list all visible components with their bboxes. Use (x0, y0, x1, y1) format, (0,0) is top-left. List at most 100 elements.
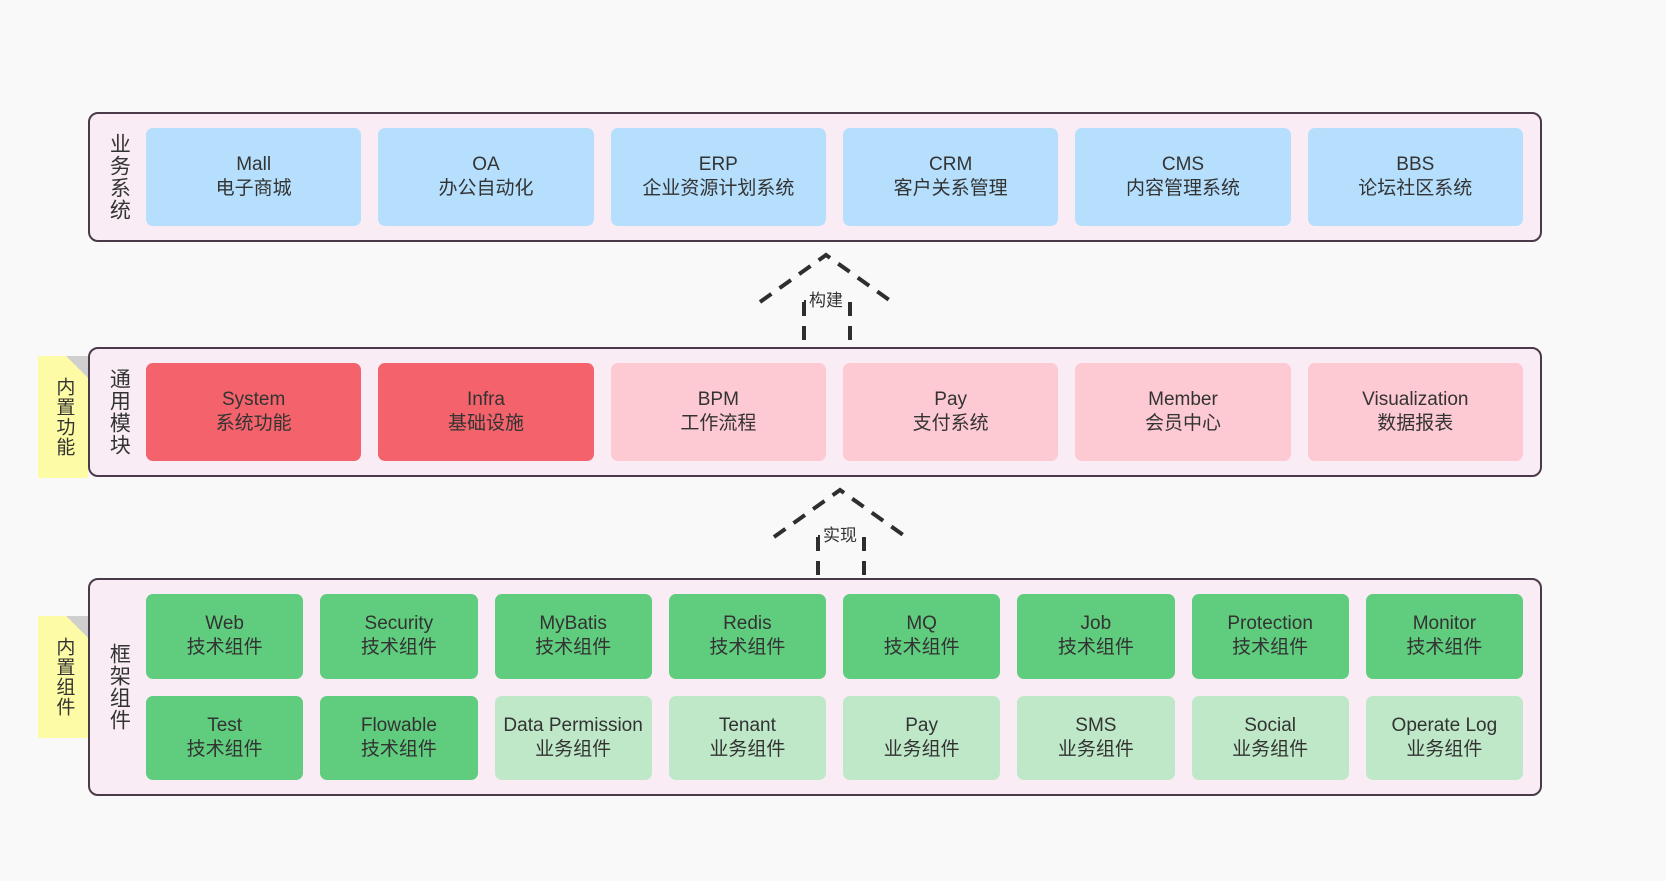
module-subtitle: 会员中心 (1144, 413, 1221, 434)
module-subtitle: 技术组件 (1232, 637, 1309, 659)
module-subtitle: 业务组件 (883, 738, 960, 760)
implement-arrow-icon (772, 487, 908, 587)
module-subtitle: 技术组件 (360, 738, 437, 760)
module-card-sms[interactable]: SMS 业务组件 (1017, 695, 1175, 780)
module-card-bpm[interactable]: BPM 工作流程 (610, 363, 826, 461)
module-name: Job (1080, 613, 1112, 635)
cell-row: System 系统功能 Infra 基础设施 BPM 工作流程 Pay 支付系统… (146, 363, 1523, 461)
module-card-mq[interactable]: MQ 技术组件 (843, 594, 1001, 679)
module-name: Member (1148, 389, 1218, 411)
module-card-tenant[interactable]: Tenant 业务组件 (668, 695, 826, 780)
module-subtitle: 技术组件 (1057, 637, 1134, 659)
module-subtitle: 论坛社区系统 (1358, 178, 1473, 199)
module-card-mybatis[interactable]: MyBatis 技术组件 (494, 594, 652, 679)
note-label: 内置功能 (53, 377, 75, 457)
module-name: Tenant (718, 714, 776, 736)
module-subtitle: 技术组件 (1406, 637, 1483, 659)
module-subtitle: 技术组件 (709, 637, 786, 659)
module-card-pay[interactable]: Pay 支付系统 (842, 363, 1059, 461)
module-card-pay-business[interactable]: Pay 业务组件 (843, 695, 1001, 780)
module-card-social[interactable]: Social 业务组件 (1191, 695, 1349, 780)
module-card-cms[interactable]: CMS 内容管理系统 (1075, 128, 1291, 226)
connector-label-implement: 实现 (820, 521, 860, 546)
module-name: OA (472, 154, 500, 176)
module-subtitle: 电子商城 (215, 178, 292, 199)
module-subtitle: 技术组件 (360, 637, 437, 659)
module-name: Operate Log (1391, 714, 1498, 736)
module-name: Pay (934, 389, 968, 411)
module-card-oa[interactable]: OA 办公自动化 (378, 128, 594, 226)
module-subtitle: 系统功能 (215, 413, 292, 434)
module-card-redis[interactable]: Redis 技术组件 (668, 594, 826, 679)
module-subtitle: 技术组件 (535, 637, 612, 659)
module-card-infra[interactable]: Infra 基础设施 (378, 363, 594, 461)
module-name: Data Permission (503, 714, 643, 736)
build-arrow-icon (758, 252, 894, 352)
module-name: Infra (466, 389, 505, 411)
module-name: BBS (1396, 154, 1435, 176)
module-card-security[interactable]: Security 技术组件 (320, 594, 478, 679)
module-name: Visualization (1362, 389, 1469, 411)
module-subtitle: 工作流程 (680, 413, 757, 434)
layer-framework: 框架组件 Web 技术组件 Security 技术组件 MyBatis 技术组件… (88, 578, 1542, 796)
connector-implement: 实现 (772, 487, 912, 587)
cell-row: Mall 电子商城 OA 办公自动化 ERP 企业资源计划系统 CRM 客户关系… (146, 128, 1523, 226)
module-name: MyBatis (539, 613, 607, 635)
module-card-member[interactable]: Member 会员中心 (1075, 363, 1291, 461)
layer-title-business: 业务系统 (107, 133, 131, 221)
module-name: Protection (1227, 613, 1313, 635)
module-name: ERP (698, 154, 738, 176)
module-card-web[interactable]: Web 技术组件 (146, 594, 304, 679)
module-name: CRM (929, 154, 973, 176)
connector-build: 构建 (758, 252, 898, 352)
module-name: Redis (723, 613, 772, 635)
module-card-test[interactable]: Test 技术组件 (146, 695, 304, 780)
module-card-protection[interactable]: Protection 技术组件 (1191, 594, 1349, 679)
module-card-bbs[interactable]: BBS 论坛社区系统 (1307, 128, 1523, 226)
module-subtitle: 办公自动化 (438, 178, 534, 199)
module-name: Mall (236, 154, 272, 176)
module-name: Security (364, 613, 434, 635)
module-card-data-permission[interactable]: Data Permission 业务组件 (494, 695, 652, 780)
layer-title-framework: 框架组件 (107, 643, 131, 731)
module-subtitle: 技术组件 (186, 738, 263, 760)
module-card-crm[interactable]: CRM 客户关系管理 (842, 128, 1059, 226)
layer-cells-business: Mall 电子商城 OA 办公自动化 ERP 企业资源计划系统 CRM 客户关系… (146, 114, 1540, 240)
module-name: MQ (906, 613, 937, 635)
module-subtitle: 技术组件 (186, 637, 263, 659)
module-subtitle: 数据报表 (1377, 413, 1454, 434)
layer-common: 通用模块 System 系统功能 Infra 基础设施 BPM 工作流程 Pay… (88, 347, 1542, 477)
module-name: Flowable (360, 714, 437, 736)
module-name: Social (1244, 714, 1296, 736)
module-subtitle: 支付系统 (912, 413, 989, 434)
module-card-visualization[interactable]: Visualization 数据报表 (1307, 363, 1523, 461)
layer-business: 业务系统 Mall 电子商城 OA 办公自动化 ERP 企业资源计划系统 CRM… (88, 112, 1542, 242)
module-name: Pay (905, 714, 938, 736)
module-card-job[interactable]: Job 技术组件 (1017, 594, 1175, 679)
module-subtitle: 基础设施 (447, 413, 524, 434)
module-card-flowable[interactable]: Flowable 技术组件 (320, 695, 478, 780)
module-subtitle: 业务组件 (535, 738, 612, 760)
module-card-monitor[interactable]: Monitor 技术组件 (1365, 594, 1523, 679)
layer-title-common: 通用模块 (107, 368, 131, 456)
module-card-system[interactable]: System 系统功能 (146, 363, 362, 461)
module-subtitle: 技术组件 (883, 637, 960, 659)
module-name: Test (207, 714, 243, 736)
module-subtitle: 业务组件 (1406, 738, 1483, 760)
note-builtin-function: 内置功能 (38, 356, 88, 478)
module-card-operate-log[interactable]: Operate Log 业务组件 (1365, 695, 1523, 780)
module-name: Monitor (1412, 613, 1477, 635)
module-name: SMS (1075, 714, 1117, 736)
layer-cells-framework: Web 技术组件 Security 技术组件 MyBatis 技术组件 Redi… (146, 580, 1540, 794)
module-name: System (221, 389, 286, 411)
module-subtitle: 业务组件 (709, 738, 786, 760)
module-subtitle: 业务组件 (1057, 738, 1134, 760)
connector-label-build: 构建 (806, 286, 846, 311)
module-subtitle: 业务组件 (1232, 738, 1309, 760)
module-name: BPM (697, 389, 739, 411)
module-card-erp[interactable]: ERP 企业资源计划系统 (610, 128, 826, 226)
module-subtitle: 企业资源计划系统 (642, 178, 795, 199)
module-card-mall[interactable]: Mall 电子商城 (146, 128, 362, 226)
module-subtitle: 内容管理系统 (1125, 178, 1240, 199)
